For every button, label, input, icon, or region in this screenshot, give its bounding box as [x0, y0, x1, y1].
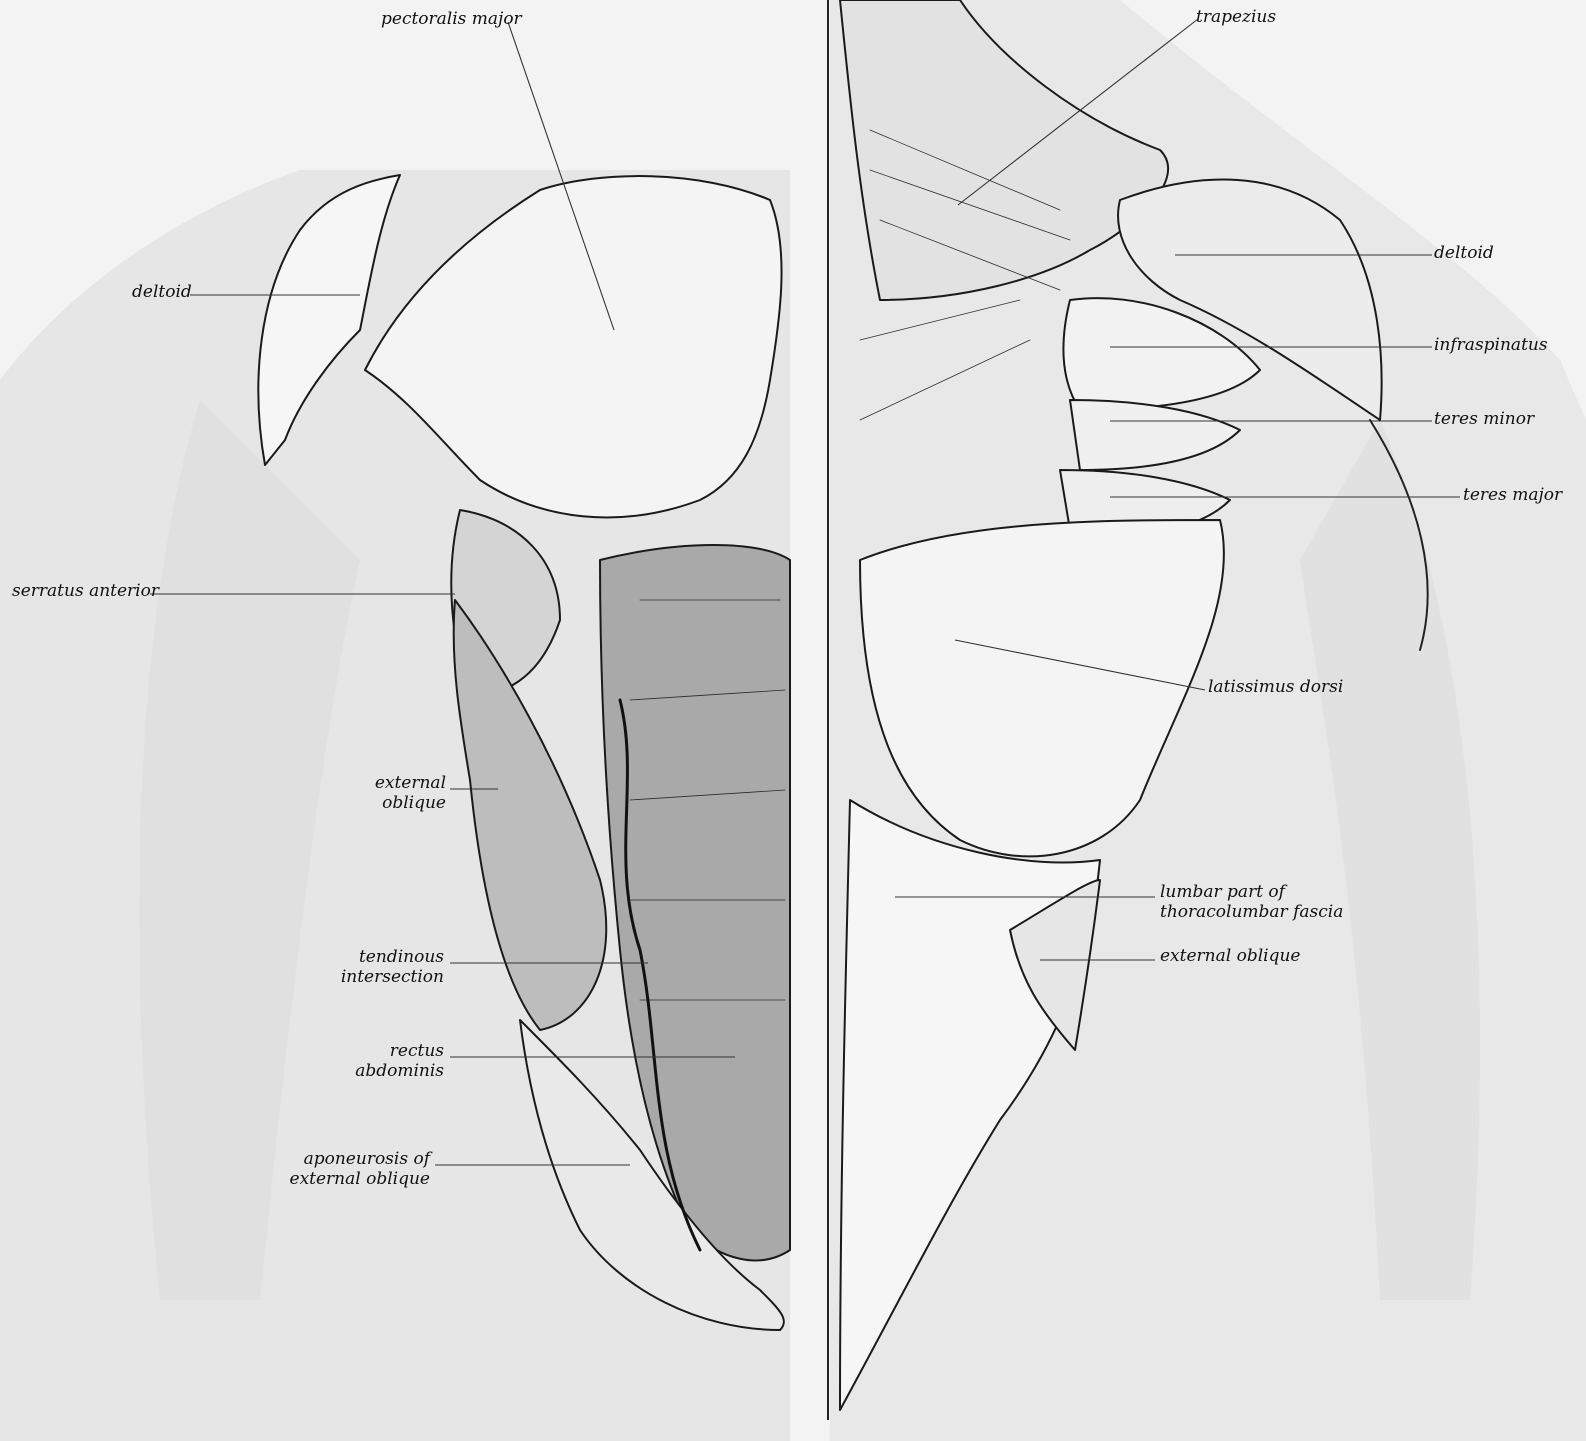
label-tendinous-line1: tendinous: [330, 947, 444, 967]
label-teres-minor: teres minor: [1434, 409, 1534, 429]
label-lumbar-line1: lumbar part of: [1160, 882, 1343, 902]
label-rectus-line1: rectus: [340, 1041, 444, 1061]
label-infraspinatus: infraspinatus: [1434, 335, 1548, 355]
label-deltoid-front: deltoid: [132, 282, 192, 302]
label-aponeurosis: aponeurosis of external oblique: [280, 1149, 430, 1189]
label-external-oblique-front-line1: external: [360, 773, 446, 793]
label-pectoralis-major: pectoralis major: [381, 9, 522, 29]
label-lumbar-line2: thoracolumbar fascia: [1160, 902, 1343, 922]
label-tendinous-line2: intersection: [330, 967, 444, 987]
label-teres-major: teres major: [1463, 485, 1562, 505]
label-rectus-abdominis: rectus abdominis: [340, 1041, 444, 1081]
label-deltoid-back: deltoid: [1434, 243, 1494, 263]
label-trapezius: trapezius: [1196, 7, 1276, 27]
label-external-oblique-front-line2: oblique: [360, 793, 446, 813]
label-aponeurosis-line2: external oblique: [280, 1169, 430, 1189]
label-tendinous-intersection: tendinous intersection: [330, 947, 444, 987]
label-aponeurosis-line1: aponeurosis of: [280, 1149, 430, 1169]
label-external-oblique-front: external oblique: [360, 773, 446, 813]
label-external-oblique-back: external oblique: [1160, 946, 1300, 966]
label-serratus-anterior: serratus anterior: [12, 581, 159, 601]
label-rectus-line2: abdominis: [340, 1061, 444, 1081]
label-lumbar-fascia: lumbar part of thoracolumbar fascia: [1160, 882, 1343, 922]
label-latissimus-dorsi: latissimus dorsi: [1208, 677, 1343, 697]
